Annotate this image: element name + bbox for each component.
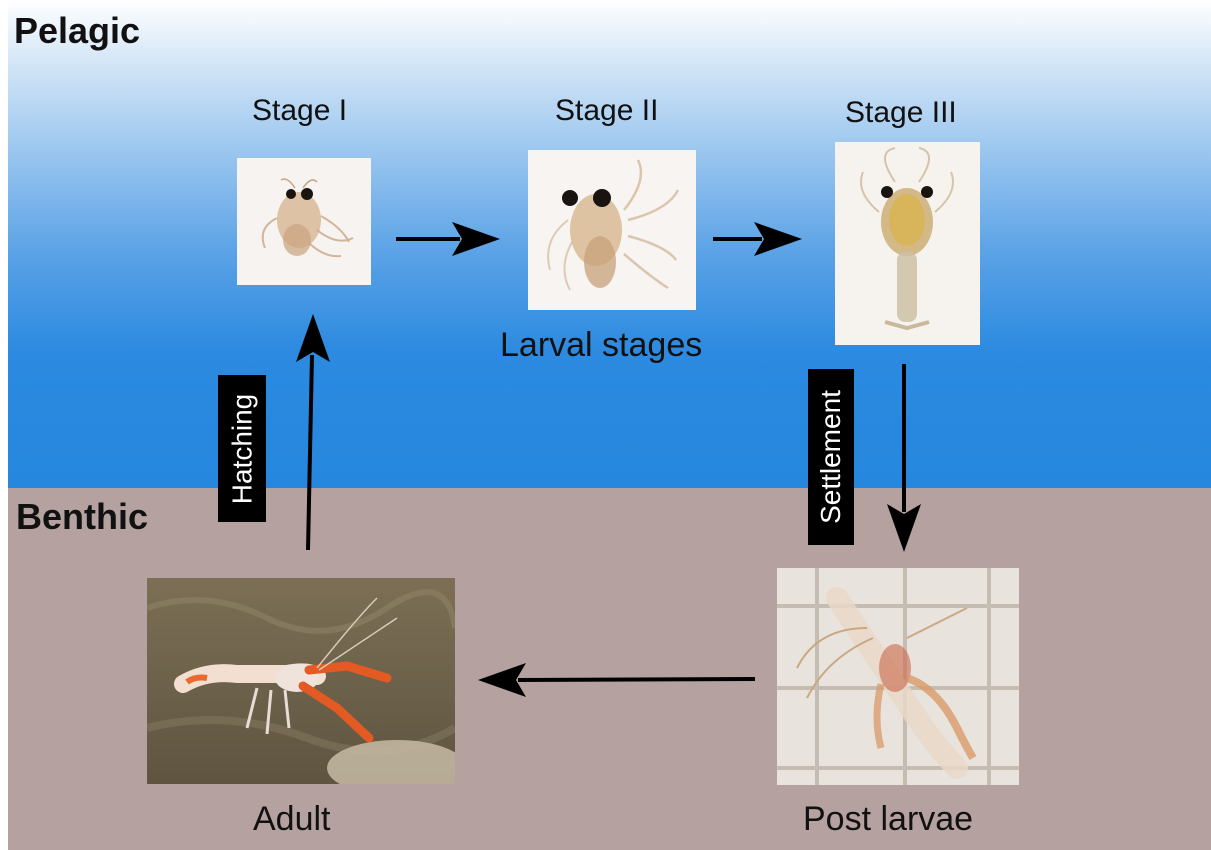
arrow-stage2-to-stage3: [713, 222, 802, 256]
arrow-settlement: [887, 364, 921, 552]
arrow-stage1-to-stage2: [396, 222, 500, 256]
arrow-postlarvae-to-adult: [478, 663, 755, 697]
arrow-hatching: [296, 314, 330, 550]
